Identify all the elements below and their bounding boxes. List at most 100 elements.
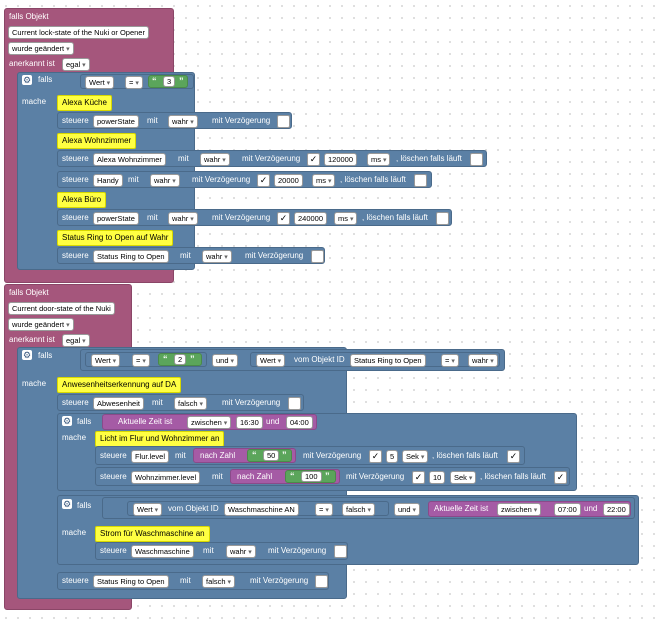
clear-checkbox[interactable]: ✓	[554, 471, 567, 484]
unit-dropdown[interactable]: ms	[312, 174, 336, 187]
value-dropdown[interactable]: wahr	[226, 545, 256, 558]
delay-checkbox[interactable]: ✓	[257, 174, 270, 187]
time-end-field[interactable]: 04:00	[286, 416, 313, 429]
gear-icon[interactable]: ⚙	[62, 416, 72, 426]
clear-checkbox[interactable]: ✓	[507, 450, 520, 463]
delay-label: mit Verzögerung	[268, 546, 327, 555]
delay-checkbox[interactable]	[315, 575, 328, 588]
delay-field[interactable]: 5	[386, 450, 399, 463]
mit-label: mit	[175, 451, 186, 460]
delay-checkbox[interactable]	[277, 115, 290, 128]
target-field[interactable]: Alexa Wohnzimmer	[93, 153, 166, 166]
value-dropdown[interactable]: wahr	[468, 354, 498, 367]
steuere-label: steuere	[100, 546, 127, 555]
mit-label: mit	[212, 472, 223, 481]
object-id-field[interactable]: Waschmaschine AN	[224, 503, 299, 516]
value-dropdown[interactable]: falsch	[174, 397, 208, 410]
value-dropdown[interactable]: wahr	[168, 212, 198, 225]
time-operator-dropdown[interactable]: zwischen	[497, 503, 542, 516]
delay-checkbox[interactable]: ✓	[369, 450, 382, 463]
acknowledged-label: anerkannt ist	[9, 335, 55, 344]
target-field[interactable]: Handy	[93, 174, 123, 187]
operator-dropdown[interactable]: =	[132, 354, 150, 367]
target-field[interactable]: powerState	[93, 115, 139, 128]
quote-open-icon: “	[163, 354, 168, 364]
value-dropdown[interactable]: wahr	[200, 153, 230, 166]
comment-block[interactable]: Strom für Waschmaschine an	[95, 526, 210, 542]
value-dropdown[interactable]: Wert	[133, 503, 163, 516]
unit-dropdown[interactable]: ms	[367, 153, 391, 166]
value-dropdown[interactable]: Wert	[85, 76, 115, 89]
target-field[interactable]: Wohnzimmer.level	[131, 471, 201, 484]
target-field[interactable]: Flur.level	[131, 450, 170, 463]
operator-dropdown[interactable]: =	[315, 503, 333, 516]
target-field[interactable]: Status Ring to Open	[93, 250, 169, 263]
comment-block[interactable]: Status Ring to Open auf Wahr	[57, 230, 174, 246]
comment-block[interactable]: Licht im Flur und Wohnzimmer an	[95, 431, 225, 447]
clear-checkbox[interactable]	[436, 212, 449, 225]
number-field[interactable]: 100	[301, 471, 322, 482]
delay-label: mit Verzögerung	[346, 472, 405, 481]
value-dropdown[interactable]: Wert	[91, 354, 121, 367]
mit-label: mit	[152, 398, 163, 407]
comment-block[interactable]: Alexa Büro	[57, 192, 107, 208]
trigger-object-field[interactable]: Current door-state of the Nuki	[8, 302, 115, 315]
object-id-field[interactable]: Status Ring to Open	[350, 354, 426, 367]
delay-checkbox[interactable]	[334, 545, 347, 558]
delay-checkbox[interactable]: ✓	[307, 153, 320, 166]
and-dropdown[interactable]: und	[394, 503, 420, 516]
value-dropdown[interactable]: wahr	[202, 250, 232, 263]
time-start-field[interactable]: 16:30	[236, 416, 263, 429]
number-field[interactable]: 3	[163, 76, 176, 87]
comment-block[interactable]: Alexa Wohnzimmer	[57, 133, 137, 149]
target-field[interactable]: Waschmaschine	[131, 545, 194, 558]
from-object-label: vom Objekt ID	[294, 355, 345, 364]
trigger-label: falls Objekt	[9, 12, 49, 21]
delay-checkbox[interactable]: ✓	[277, 212, 290, 225]
delay-checkbox[interactable]	[311, 250, 324, 263]
gear-icon[interactable]: ⚙	[62, 499, 72, 509]
delay-checkbox[interactable]	[288, 397, 301, 410]
value-dropdown[interactable]: falsch	[202, 575, 236, 588]
operator-dropdown[interactable]: =	[441, 354, 459, 367]
value-dropdown[interactable]: Wert	[256, 354, 286, 367]
target-field[interactable]: Abwesenheit	[93, 397, 144, 410]
clear-checkbox[interactable]	[414, 174, 427, 187]
delay-ms-field[interactable]: 240000	[294, 212, 328, 225]
delay-ms-field[interactable]: 20000	[274, 174, 303, 187]
and-dropdown[interactable]: und	[212, 354, 238, 367]
comment-block[interactable]: Alexa Küche	[57, 95, 112, 111]
clear-checkbox[interactable]	[470, 153, 483, 166]
delay-label: mit Verzögerung	[212, 116, 271, 125]
time-operator-dropdown[interactable]: zwischen	[187, 416, 232, 429]
steuere-label: steuere	[62, 213, 89, 222]
acknowledged-dropdown[interactable]: egal	[62, 58, 90, 71]
value-dropdown[interactable]: wahr	[168, 115, 198, 128]
gear-icon[interactable]: ⚙	[22, 350, 32, 360]
trigger-object-field[interactable]: Current lock-state of the Nuki or Opener	[8, 26, 149, 39]
time-end-field[interactable]: 22:00	[603, 503, 630, 516]
gear-icon[interactable]: ⚙	[22, 75, 32, 85]
target-field[interactable]: Status Ring to Open	[93, 575, 169, 588]
unit-dropdown[interactable]: Sek	[402, 450, 429, 463]
value-dropdown[interactable]: falsch	[342, 503, 376, 516]
delay-checkbox[interactable]: ✓	[412, 471, 425, 484]
acknowledged-dropdown[interactable]: egal	[62, 334, 90, 347]
comment-block[interactable]: Anwesenheitserkennung auf DA	[57, 377, 182, 393]
mit-label: mit	[203, 546, 214, 555]
trigger-condition-dropdown[interactable]: wurde geändert	[8, 42, 74, 55]
unit-dropdown[interactable]: ms	[334, 212, 358, 225]
delay-field[interactable]: 10	[429, 471, 446, 484]
target-field[interactable]: powerState	[93, 212, 139, 225]
trigger-condition-dropdown[interactable]: wurde geändert	[8, 318, 74, 331]
delay-label: mit Verzögerung	[250, 576, 309, 585]
number-field[interactable]: 50	[263, 450, 280, 461]
time-label: Aktuelle Zeit ist	[118, 417, 173, 426]
if-label: falls	[38, 351, 53, 360]
unit-dropdown[interactable]: Sek	[450, 471, 477, 484]
time-start-field[interactable]: 07:00	[554, 503, 581, 516]
delay-ms-field[interactable]: 120000	[324, 153, 358, 166]
value-dropdown[interactable]: wahr	[150, 174, 180, 187]
operator-dropdown[interactable]: =	[125, 76, 143, 89]
number-field[interactable]: 2	[174, 354, 187, 365]
